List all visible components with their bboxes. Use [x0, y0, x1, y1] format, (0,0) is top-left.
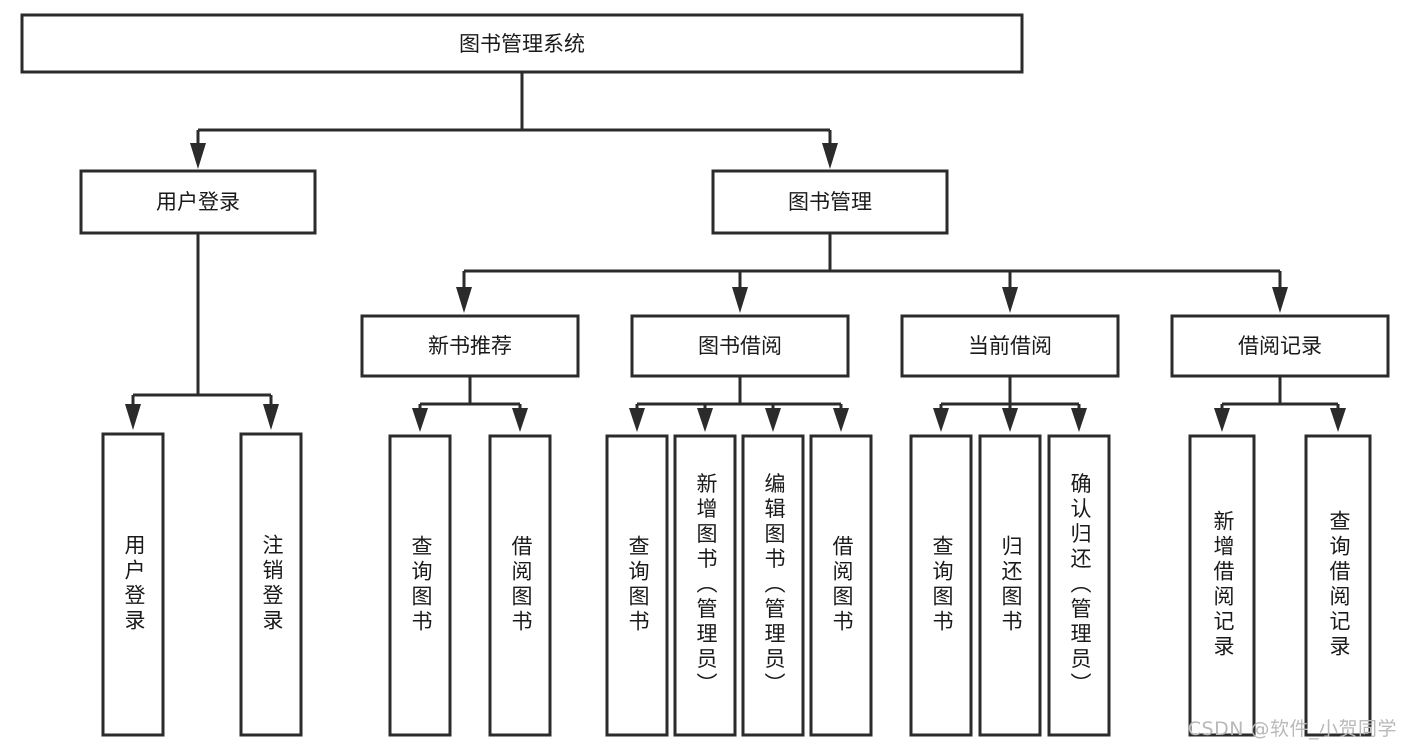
arrow-head-currentborrow-leaf-1 [1002, 408, 1018, 432]
arrow-head-borrow-record [1272, 287, 1288, 313]
arrow-head-book-mgmt [822, 143, 838, 169]
arrow-head-borrowrecord-leaf-1 [1330, 408, 1346, 432]
leaf-node-book-borrow-query[interactable]: 查询图书 [605, 434, 669, 737]
leaf-node-new-book-borrow[interactable]: 借阅图书 [488, 434, 552, 737]
arrow-head-currentborrow-leaf-0 [933, 408, 949, 432]
leaf-node-borrow-record-query[interactable]: 查询借阅记录 [1304, 434, 1372, 737]
connector-group-book-borrow [629, 376, 849, 432]
arrow-head-new-book [456, 287, 472, 313]
node-root-label: 图书管理系统 [459, 32, 585, 56]
node-book-management-box [711, 169, 949, 235]
node-user-login[interactable]: 用户登录 [79, 169, 317, 235]
leaf-borrow-record-add-box [1188, 434, 1256, 737]
leaf-node-current-borrow-return[interactable]: 归还图书 [978, 434, 1042, 737]
arrow-head-userlogin-leaf-1 [263, 404, 279, 430]
node-current-borrow-label: 当前借阅 [968, 334, 1052, 358]
node-book-management-label: 图书管理 [788, 190, 872, 214]
leaf-book-borrow-edit-label: 编辑图书（管理员） [762, 473, 786, 698]
arrow-head-bookborrow-leaf-3 [833, 408, 849, 432]
connector-group-book-mgmt [456, 233, 1288, 313]
leaf-book-borrow-edit-box [741, 434, 805, 737]
connector-group-current-borrow [933, 376, 1087, 432]
node-borrow-record[interactable]: 借阅记录 [1170, 314, 1390, 378]
arrow-head-bookborrow-leaf-1 [697, 408, 713, 432]
arrow-head-bookborrow-leaf-0 [629, 408, 645, 432]
arrow-head-userlogin-leaf-0 [125, 404, 141, 430]
leaf-new-book-borrow-box [488, 434, 552, 737]
leaf-book-borrow-query-label: 查询图书 [626, 535, 650, 635]
node-book-borrow[interactable]: 图书借阅 [630, 314, 850, 378]
leaf-node-current-borrow-query[interactable]: 查询图书 [909, 434, 973, 737]
leaf-new-book-borrow-label: 借阅图书 [509, 535, 533, 635]
node-current-borrow[interactable]: 当前借阅 [900, 314, 1120, 378]
node-book-borrow-label: 图书借阅 [698, 334, 782, 358]
node-book-management[interactable]: 图书管理 [711, 169, 949, 235]
node-borrow-record-box [1170, 314, 1390, 378]
leaf-new-book-query-box [388, 434, 452, 737]
arrow-head-current-borrow [1002, 287, 1018, 313]
leaf-new-book-query-label: 查询图书 [409, 535, 433, 635]
leaf-current-borrow-confirm-box [1047, 434, 1111, 737]
node-book-borrow-box [630, 314, 850, 378]
leaf-node-borrow-record-add[interactable]: 新增借阅记录 [1188, 434, 1256, 737]
node-user-login-box [79, 169, 317, 235]
leaf-node-book-borrow-edit[interactable]: 编辑图书（管理员） [741, 434, 805, 737]
node-new-book-recommend-box [360, 314, 580, 378]
leaf-user-login-logout-label: 注销登录 [260, 534, 284, 634]
leaf-user-login-login-box [101, 432, 165, 737]
leaf-user-login-login-label: 用户登录 [122, 534, 146, 634]
leaf-node-new-book-query[interactable]: 查询图书 [388, 434, 452, 737]
node-borrow-record-label: 借阅记录 [1238, 334, 1322, 358]
node-root-box [20, 13, 1024, 74]
leaf-node-book-borrow-borrow[interactable]: 借阅图书 [809, 434, 873, 737]
leaf-current-borrow-return-label: 归还图书 [999, 535, 1023, 635]
leaf-current-borrow-confirm-label: 确认归还（管理员） [1068, 473, 1092, 698]
node-user-login-label: 用户登录 [156, 190, 240, 214]
leaf-book-borrow-query-box [605, 434, 669, 737]
leaf-node-user-login-login[interactable]: 用户登录 [101, 432, 165, 737]
leaf-borrow-record-query-box [1304, 434, 1372, 737]
leaf-current-borrow-query-label: 查询图书 [930, 535, 954, 635]
connector-group-new-book [412, 376, 528, 432]
leaf-user-login-logout-box [239, 432, 303, 737]
node-current-borrow-box [900, 314, 1120, 378]
leaf-current-borrow-return-box [978, 434, 1042, 737]
leaf-borrow-record-add-label: 新增借阅记录 [1211, 510, 1235, 660]
arrow-head-bookborrow-leaf-2 [765, 408, 781, 432]
connector-group-borrow-record [1214, 376, 1346, 432]
leaf-book-borrow-borrow-box [809, 434, 873, 737]
leaf-book-borrow-add-label: 新增图书（管理员） [694, 473, 718, 698]
arrow-head-currentborrow-leaf-2 [1071, 408, 1087, 432]
connector-group-user-login [125, 233, 279, 430]
leaf-node-user-login-logout[interactable]: 注销登录 [239, 432, 303, 737]
leaf-node-current-borrow-confirm[interactable]: 确认归还（管理员） [1047, 434, 1111, 737]
arrow-head-book-borrow [732, 287, 748, 313]
connector-group-root [190, 72, 838, 169]
arrow-head-borrowrecord-leaf-0 [1214, 408, 1230, 432]
leaf-book-borrow-add-box [673, 434, 737, 737]
leaf-book-borrow-borrow-label: 借阅图书 [830, 535, 854, 635]
node-root-book-management-system[interactable]: 图书管理系统 [20, 13, 1024, 74]
arrow-head-user-login [190, 143, 206, 169]
leaf-node-book-borrow-add[interactable]: 新增图书（管理员） [673, 434, 737, 737]
arrow-head-newbook-leaf-0 [412, 408, 428, 432]
node-new-book-recommend-label: 新书推荐 [428, 334, 512, 358]
leaf-current-borrow-query-box [909, 434, 973, 737]
leaf-borrow-record-query-label: 查询借阅记录 [1327, 510, 1351, 660]
node-new-book-recommend[interactable]: 新书推荐 [360, 314, 580, 378]
arrow-head-newbook-leaf-1 [512, 408, 528, 432]
